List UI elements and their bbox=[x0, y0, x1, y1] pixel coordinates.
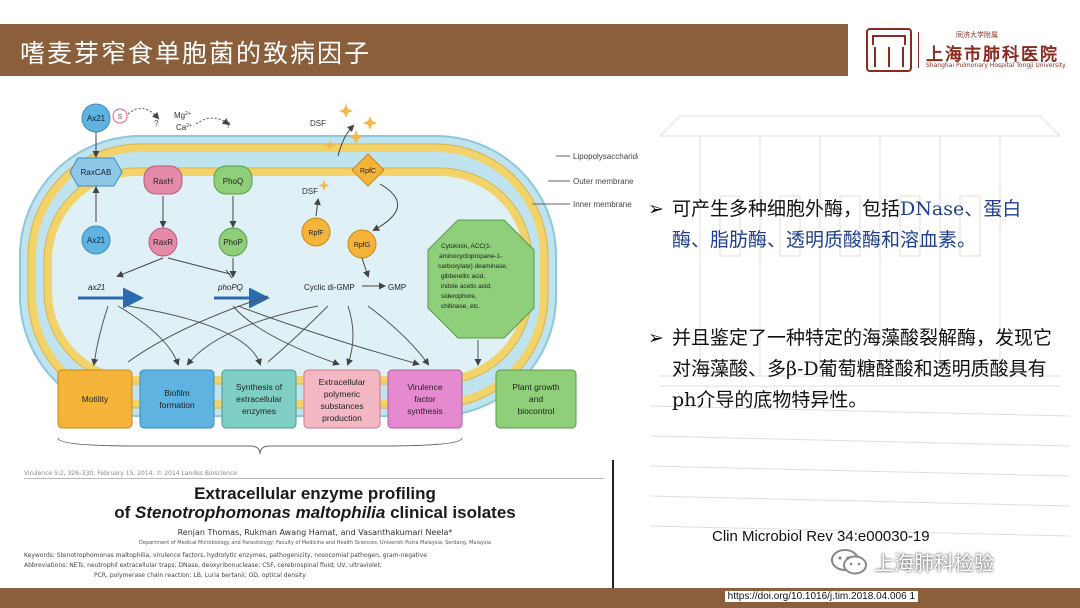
phop-node bbox=[218, 227, 248, 257]
bullet-enzymes-list: DNase、蛋白酶、脂肪酶、透明质酸酶和溶血素。 bbox=[672, 198, 1022, 251]
paper-title-line1: Extracellular enzyme profiling bbox=[194, 484, 436, 503]
bullet-alginate-lyase: ➢ 并且鉴定了一种特定的海藻酸裂解酶，发现它对海藻酸、多β-D葡萄糖醛酸和透明质… bbox=[648, 323, 1058, 416]
rpfc-label: RpfC bbox=[360, 168, 376, 175]
header-bar: 嗜麦芽窄食单胞菌的致病因子 bbox=[0, 24, 848, 76]
footer-bar: https://doi.org/10.1016/j.tim.2018.04.00… bbox=[0, 588, 1080, 608]
phop-label: PhoP bbox=[223, 238, 243, 247]
q2-label: ? bbox=[226, 121, 231, 130]
pathogenicity-diagram: Lipopolysaccharides Outer membrane Inner… bbox=[18, 96, 646, 466]
logo-english-name: Shanghai Pulmonary Hospital Tongji Unive… bbox=[926, 62, 1066, 69]
paper-citation: Virulence 5:2, 326–330; February 15, 201… bbox=[24, 470, 237, 477]
logo-divider bbox=[918, 32, 919, 68]
paper-keywords: Keywords: Stenotrophomonas maltophilia, … bbox=[24, 552, 427, 559]
cytokinin-badge bbox=[427, 219, 535, 339]
ax21-mid-node bbox=[81, 225, 111, 255]
phopq-gene-label: phoPQ bbox=[217, 283, 243, 292]
cdg-label: Cyclic di-GMP bbox=[304, 283, 355, 292]
raxh-label: RaxH bbox=[153, 177, 173, 186]
cytoplasm bbox=[52, 176, 524, 376]
rpfg-label: RpfG bbox=[354, 242, 370, 249]
diagram-svg: Lipopolysaccharides Outer membrane Inner… bbox=[19, 103, 646, 455]
plant-box bbox=[495, 369, 577, 429]
label-outer-membrane: Outer membrane bbox=[573, 177, 634, 186]
label-inner-membrane: Inner membrane bbox=[573, 200, 632, 209]
ax21-gene-label: ax21 bbox=[88, 283, 105, 292]
arrow-bullet-icon: ➢ bbox=[648, 198, 664, 220]
output-brace bbox=[57, 437, 463, 455]
dsf-top-label: DSF bbox=[310, 119, 326, 128]
paper-title-line2: of Stenotrophomonas maltophilia clinical… bbox=[114, 503, 516, 522]
page-number: 1 bbox=[909, 591, 915, 602]
rpff-node bbox=[301, 217, 331, 247]
biofilm-box bbox=[139, 369, 215, 429]
label-lps: Lipopolysaccharides bbox=[573, 152, 638, 161]
q1-label: ? bbox=[154, 119, 159, 128]
building-sketch-background bbox=[649, 115, 1071, 537]
motility-box bbox=[57, 369, 133, 429]
logo-university: 同济大学附属 bbox=[956, 31, 998, 39]
cytokinin-text: Cytokinin, ACC(1- aminocyclopropane-1- c… bbox=[438, 243, 509, 310]
rpff-label: RpfF bbox=[308, 230, 323, 237]
hospital-seal-icon bbox=[866, 28, 912, 72]
virulence-box bbox=[387, 369, 463, 429]
ax21-top-label: Ax21 bbox=[87, 114, 106, 123]
paper-department: Department of Medical Microbiology and P… bbox=[139, 540, 491, 546]
bullet-enzymes-intro: 可产生多种细胞外酶，包括 bbox=[672, 198, 901, 220]
bullet-enzymes: ➢ 可产生多种细胞外酶，包括DNase、蛋白酶、脂肪酶、透明质酸酶和溶血素。 bbox=[648, 194, 1058, 256]
phoq-label: PhoQ bbox=[223, 177, 243, 186]
s-label: S bbox=[118, 114, 123, 121]
arrow-bullet-icon: ➢ bbox=[648, 327, 664, 349]
wechat-icon bbox=[831, 549, 867, 575]
reference-citation: Clin Microbiol Rev 34:e00030-19 bbox=[712, 528, 930, 545]
gmp-label: GMP bbox=[388, 283, 406, 292]
logo-hospital-name: 上海市肺科医院 bbox=[926, 45, 1059, 65]
phoq-node bbox=[213, 165, 253, 195]
motility-label: Motility bbox=[82, 394, 109, 404]
eps-box bbox=[303, 369, 381, 429]
bullet-alginate-text: 并且鉴定了一种特定的海藻酸裂解酶，发现它对海藻酸、多β-D葡萄糖醛酸和透明质酸具… bbox=[672, 327, 1053, 411]
ca-label: Ca2+ bbox=[176, 123, 192, 132]
hospital-logo: 同济大学附属 上海市肺科医院 Shanghai Pulmonary Hospit… bbox=[856, 24, 1080, 76]
s-node bbox=[112, 108, 128, 124]
ax21-mid-label: Ax21 bbox=[87, 236, 106, 245]
footer-doi: https://doi.org/10.1016/j.tim.2018.04.00… bbox=[724, 591, 918, 602]
paper-rule bbox=[24, 478, 604, 479]
synthesis-box bbox=[221, 369, 297, 429]
paper-authors: Renjan Thomas, Rukman Awang Hamat, and V… bbox=[177, 528, 453, 537]
rpfc-node bbox=[351, 153, 385, 187]
wechat-watermark: 上海肺科检验 bbox=[830, 544, 1060, 578]
mg-label: Mg2+ bbox=[174, 111, 191, 120]
raxr-label: RaxR bbox=[153, 238, 173, 247]
raxcab-node bbox=[69, 157, 123, 187]
dsf-sparkles-icon bbox=[318, 104, 377, 191]
dsf-left-label: DSF bbox=[302, 187, 318, 196]
divider-line bbox=[612, 460, 614, 590]
raxcab-label: RaxCAB bbox=[81, 168, 112, 177]
raxh-node bbox=[143, 165, 183, 195]
paper-abbreviations-cont: PCR, polymerase chain reaction; LB, Luri… bbox=[94, 572, 306, 579]
slide-title: 嗜麦芽窄食单胞菌的致病因子 bbox=[20, 39, 372, 68]
paper-abbreviations: Abbreviations: NETs, neutrophil extracel… bbox=[24, 562, 382, 569]
wechat-account-name: 上海肺科检验 bbox=[874, 551, 994, 575]
raxr-node bbox=[148, 227, 178, 257]
